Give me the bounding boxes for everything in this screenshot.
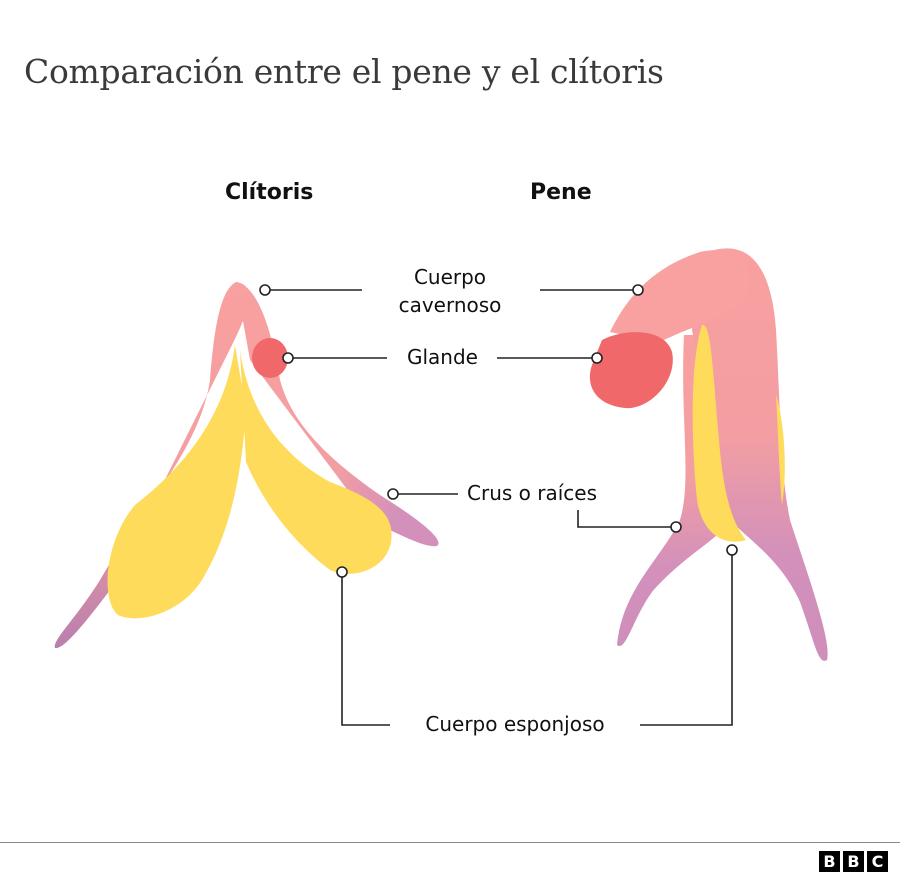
- label-cuerpo-cavernoso-line2: cavernoso: [398, 293, 502, 317]
- bbc-logo: B B C: [819, 851, 888, 872]
- penis-spongiosum-side: [776, 395, 785, 505]
- label-cuerpo-cavernoso-line1: Cuerpo: [413, 265, 487, 289]
- clitoris-bulb-left: [107, 345, 246, 619]
- clitoris-crus-right: [236, 282, 439, 547]
- clitoris-glans: [252, 338, 288, 378]
- marker-dot: [670, 521, 682, 533]
- marker-dot: [282, 352, 294, 364]
- penis-glans: [589, 332, 673, 409]
- marker-dot: [591, 352, 603, 364]
- bbc-logo-letter: C: [867, 851, 888, 872]
- marker-dot: [632, 284, 644, 296]
- penis-cap: [610, 250, 750, 342]
- label-glande: Glande: [407, 345, 478, 369]
- heading-clitoris: Clítoris: [225, 180, 314, 205]
- clitoris-bulb-right: [240, 350, 392, 574]
- marker-dot: [726, 544, 738, 556]
- bbc-logo-letter: B: [843, 851, 864, 872]
- label-cuerpo-cavernoso: Cuerpo cavernoso: [370, 263, 530, 319]
- clitoris-crus-left: [54, 282, 250, 649]
- penis-spongiosum: [692, 324, 746, 542]
- marker-dot: [259, 284, 271, 296]
- label-cuerpo-esponjoso: Cuerpo esponjoso: [425, 712, 605, 736]
- bbc-logo-letter: B: [819, 851, 840, 872]
- marker-dot: [336, 566, 348, 578]
- page-title: Comparación entre el pene y el clítoris: [24, 52, 664, 91]
- penis-shaft: [692, 248, 828, 661]
- marker-dot: [387, 488, 399, 500]
- label-crus: Crus o raíces: [467, 481, 597, 505]
- footer-divider: [0, 842, 900, 843]
- heading-pene: Pene: [530, 180, 592, 205]
